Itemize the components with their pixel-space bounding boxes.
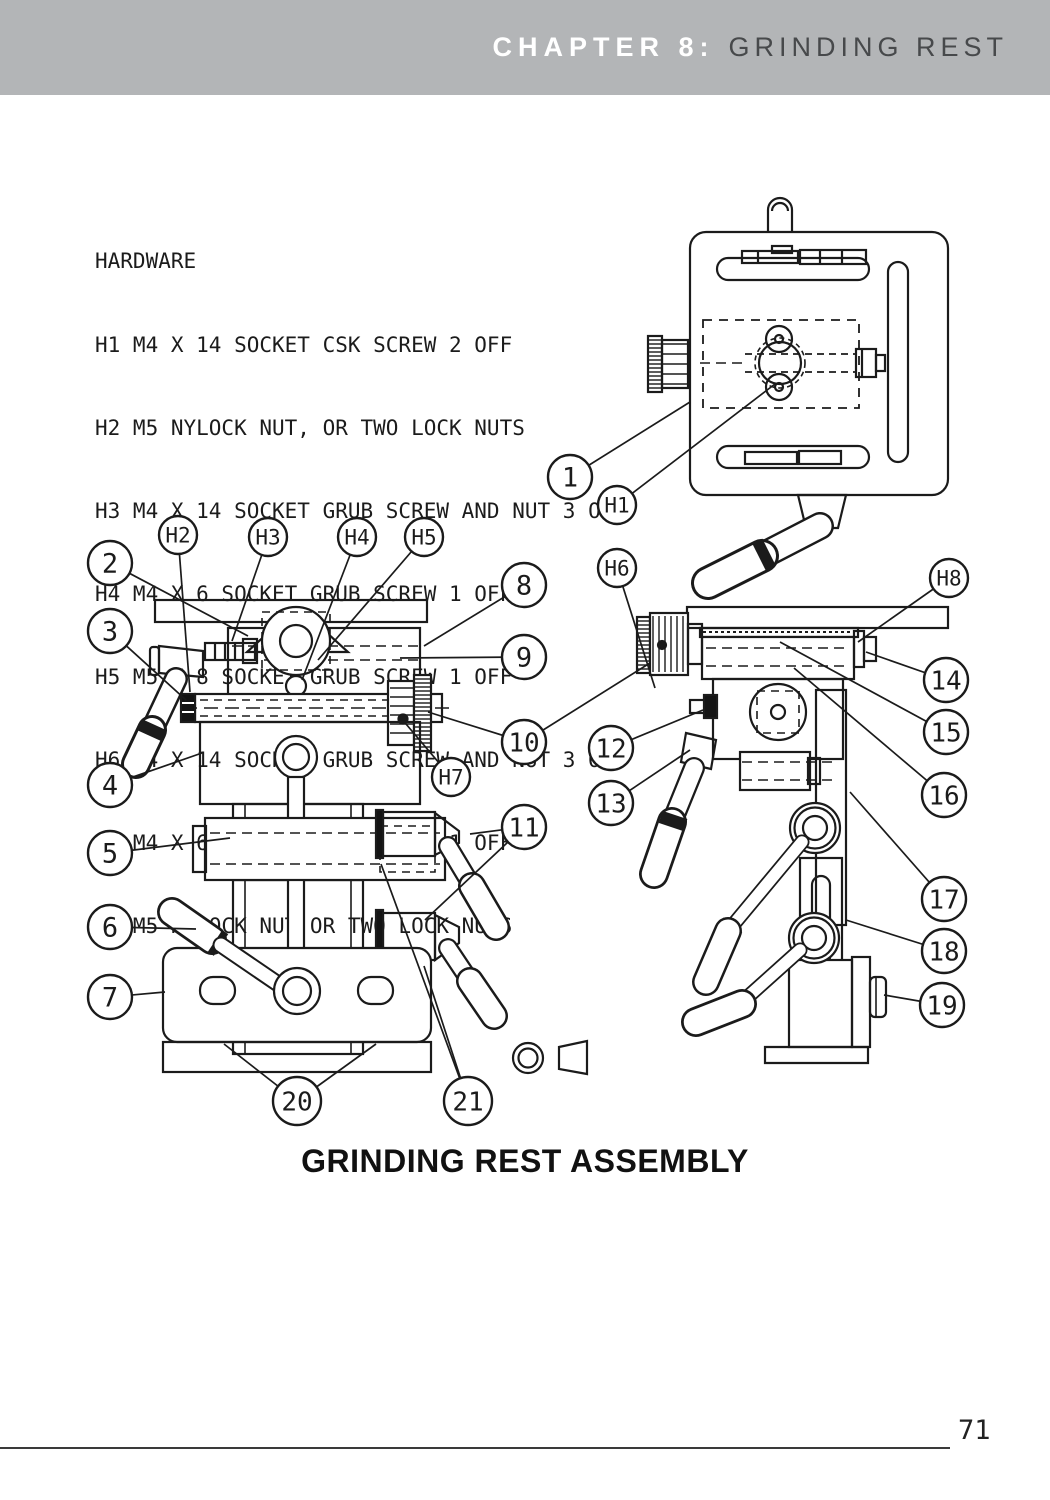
svg-text:3: 3 <box>102 617 118 648</box>
chapter-number-label: CHAPTER 8: <box>492 32 715 62</box>
svg-text:11: 11 <box>508 813 539 843</box>
chapter-header-bar: CHAPTER 8: GRINDING REST <box>0 0 1050 95</box>
hardware-line: H2 M5 NYLOCK NUT, OR TWO LOCK NUTS <box>95 415 525 440</box>
leader-line <box>779 641 947 733</box>
svg-text:13: 13 <box>595 789 626 819</box>
leader-line <box>177 534 191 693</box>
svg-text:H5: H5 <box>411 526 436 550</box>
svg-text:1: 1 <box>562 463 578 494</box>
callout-19: 19 <box>918 981 966 1029</box>
callout-5: 5 <box>86 829 134 877</box>
callout-H5: H5 <box>403 516 445 558</box>
svg-text:H1: H1 <box>604 494 629 518</box>
leader-line <box>849 791 945 900</box>
callout-9: 9 <box>500 633 548 681</box>
callout-11: 11 <box>500 803 548 851</box>
leader-line <box>616 383 776 506</box>
callout-12: 12 <box>587 724 635 772</box>
callout-14: 14 <box>922 656 970 704</box>
leader-line <box>109 562 249 637</box>
callout-10: 10 <box>500 718 548 766</box>
callout-H3: H3 <box>247 516 289 558</box>
callout-H6: H6 <box>596 547 638 589</box>
svg-text:2: 2 <box>102 549 118 580</box>
hardware-list-title: HARDWARE <box>95 249 197 274</box>
leader-line <box>793 667 945 796</box>
svg-text:12: 12 <box>595 734 626 764</box>
callout-7: 7 <box>86 973 134 1021</box>
svg-text:7: 7 <box>102 983 118 1014</box>
callout-H7: H7 <box>430 756 472 798</box>
side-view <box>635 605 950 1065</box>
callout-15: 15 <box>922 708 970 756</box>
svg-text:21: 21 <box>452 1087 483 1117</box>
callout-H4: H4 <box>336 516 378 558</box>
leader-line <box>569 401 691 478</box>
svg-text:10: 10 <box>508 728 539 758</box>
callout-16: 16 <box>920 771 968 819</box>
figure-caption: GRINDING REST ASSEMBLY <box>301 1143 749 1179</box>
callout-21: 21 <box>442 1075 494 1127</box>
hardware-line: H1 M4 X 14 SOCKET CSK SCREW 2 OFF <box>95 332 513 357</box>
svg-text:H6: H6 <box>604 557 629 581</box>
callout-H1: H1 <box>596 484 638 526</box>
callout-20: 20 <box>271 1075 323 1127</box>
svg-text:16: 16 <box>928 781 959 811</box>
svg-text:17: 17 <box>928 885 959 915</box>
leader-line <box>616 567 656 689</box>
leader-line <box>523 662 651 743</box>
svg-text:H2: H2 <box>165 524 190 548</box>
dial-graduations <box>390 339 687 748</box>
svg-text:H4: H4 <box>344 526 369 550</box>
svg-text:4: 4 <box>102 771 118 802</box>
footer-rule <box>0 1447 950 1449</box>
leader-line <box>317 536 425 661</box>
svg-text:H3: H3 <box>255 526 280 550</box>
svg-text:8: 8 <box>516 571 532 602</box>
chapter-title-label: GRINDING REST <box>728 32 1008 62</box>
callout-8: 8 <box>500 561 548 609</box>
svg-text:9: 9 <box>516 643 532 674</box>
callout-H2: H2 <box>157 514 199 556</box>
svg-text:20: 20 <box>281 1087 312 1117</box>
leader-line <box>380 863 469 1102</box>
svg-text:6: 6 <box>102 913 118 944</box>
svg-text:5: 5 <box>102 839 118 870</box>
callout-18: 18 <box>920 927 968 975</box>
top-view <box>646 196 950 600</box>
svg-text:19: 19 <box>926 991 957 1021</box>
callout-17: 17 <box>920 875 968 923</box>
svg-text:15: 15 <box>930 718 961 748</box>
svg-text:H8: H8 <box>936 567 961 591</box>
leader-line <box>301 536 358 681</box>
callout-6: 6 <box>86 903 134 951</box>
page-number: 71 <box>958 1415 991 1446</box>
callout-2: 2 <box>86 539 134 587</box>
callout-13: 13 <box>587 779 635 827</box>
svg-text:14: 14 <box>930 666 961 696</box>
callout-3: 3 <box>86 607 134 655</box>
svg-text:H7: H7 <box>438 766 463 790</box>
svg-text:18: 18 <box>928 937 959 967</box>
callout-4: 4 <box>86 761 134 809</box>
callout-H8: H8 <box>928 557 970 599</box>
callout-1: 1 <box>546 453 594 501</box>
